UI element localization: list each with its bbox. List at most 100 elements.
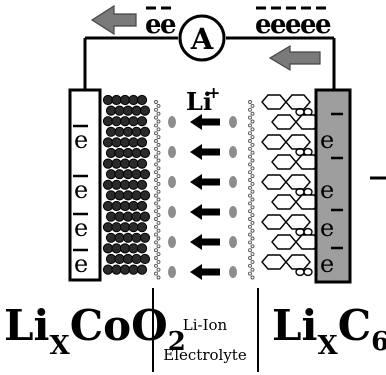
separator-dot: [154, 107, 158, 112]
graphite-hexagon: [261, 214, 287, 230]
ammeter-label: A: [190, 22, 214, 56]
cathode-particle: [111, 158, 122, 169]
graphite-hexagon: [285, 134, 311, 150]
cathode-particle: [131, 169, 142, 180]
formula-rest-subscript: 2: [168, 327, 186, 357]
cathode-particle: [136, 179, 148, 190]
cathode-particle: [105, 232, 117, 243]
separator-dot: [156, 244, 161, 249]
separator-dot: [154, 271, 158, 276]
separator-dot: [156, 213, 161, 218]
cathode-particle: [102, 94, 114, 106]
cathode-particle: [102, 137, 114, 148]
separator: [154, 100, 255, 280]
graphite-hexagon: [261, 134, 287, 150]
separator-dot: [154, 232, 158, 237]
separator-dot: [248, 107, 252, 112]
separator-dot: [250, 119, 255, 124]
separator-dot: [154, 178, 158, 182]
graphite-hexagon: [261, 254, 287, 270]
separator-dot: [156, 174, 161, 179]
cathode-particle: [119, 222, 131, 233]
cathode-layered-oxide: [102, 94, 151, 275]
arrow-left-icon: [190, 264, 220, 280]
cathode-particle: [114, 211, 125, 222]
cathode-particle: [111, 243, 122, 254]
cathode-electrons: e e e e: [73, 124, 88, 278]
separator-dot: [250, 220, 255, 225]
cathode-particle: [119, 116, 131, 127]
cathode-collector: e e e e: [68, 88, 102, 282]
cathode-particle: [105, 105, 117, 116]
separator-dot: [156, 142, 161, 147]
cathode-particle: [119, 137, 131, 148]
separator-dot: [156, 197, 161, 202]
cathode-particle: [131, 190, 142, 201]
anode-collector: e e e e: [314, 88, 352, 284]
separator-dot: [156, 220, 161, 225]
cathode-particle: [128, 116, 139, 127]
separator-dot: [250, 267, 255, 272]
cathode-particle: [105, 211, 117, 222]
collector-electron: e: [320, 214, 334, 242]
cathode-formula: LiXCoO2: [4, 301, 186, 361]
cathode-particle: [119, 264, 131, 275]
ammeter: A: [178, 14, 226, 62]
separator-dot: [248, 185, 252, 190]
cathode-particle: [139, 169, 151, 180]
cathode-particle: [114, 126, 125, 137]
graphite-anode: [261, 94, 321, 277]
separator-dot: [250, 142, 255, 147]
separator-dot: [156, 181, 161, 186]
separator-dot: [154, 115, 158, 120]
external-circuit: [83, 36, 336, 90]
formula-rest: C: [338, 301, 371, 350]
separator-dot: [154, 263, 158, 268]
cathode-particle: [128, 158, 139, 169]
separator-dot: [248, 115, 252, 120]
cathode-particle: [136, 264, 148, 275]
separator-dot: [248, 201, 252, 206]
cathode-particle: [136, 222, 148, 233]
cathode-particle: [128, 200, 139, 212]
separator-dot: [154, 131, 158, 136]
separator-dot: [250, 135, 255, 140]
lithium-ion: [229, 116, 237, 128]
graphite-hexagon: [285, 94, 311, 110]
separator-dot: [248, 232, 252, 237]
collector-electron: e: [320, 250, 334, 278]
cathode-particle: [111, 179, 122, 190]
separator-dot: [250, 189, 255, 194]
ammeter-circle: [178, 14, 226, 62]
separator-dot: [248, 248, 252, 253]
separator-dot: [250, 150, 255, 155]
separator-dot: [156, 119, 161, 124]
graphite-hexagon: [271, 114, 297, 130]
cathode-particle: [131, 253, 142, 265]
separator-dot: [250, 228, 255, 233]
cathode-particle: [114, 232, 125, 243]
cathode-particle: [111, 200, 122, 212]
separator-dot: [156, 103, 161, 108]
cathode-particle: [131, 126, 142, 137]
separator-dot: [248, 209, 252, 214]
cathode-particle: [128, 222, 139, 233]
arrow-left-icon: [190, 114, 220, 130]
separator-dot: [250, 205, 255, 210]
separator-dot: [156, 205, 161, 210]
separator-dot: [250, 103, 255, 108]
cathode-particle: [139, 211, 151, 222]
collector-electron: e: [74, 176, 88, 204]
separator-dot: [248, 131, 252, 136]
cathode-particle: [128, 179, 139, 190]
separator-dot: [248, 100, 252, 104]
separator-dot: [156, 236, 161, 241]
separator-dot: [154, 162, 158, 167]
separator-dot: [250, 259, 255, 264]
ion-label-text: Li: [186, 87, 212, 116]
cathode-particle: [139, 253, 151, 265]
anode-formula: LiXC6: [272, 301, 386, 361]
cathode-particle: [122, 253, 134, 265]
cathode-particle: [139, 147, 151, 159]
separator-dot: [248, 154, 252, 159]
